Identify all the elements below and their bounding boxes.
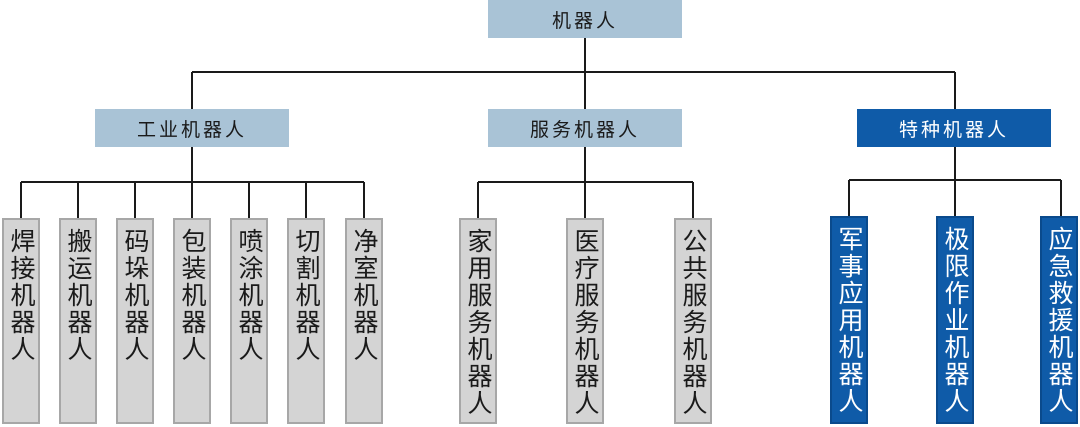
- leaf-extreme: 极限作业机器人: [936, 216, 974, 424]
- leaf-packaging-label: 包装机器人: [178, 228, 207, 363]
- leaf-rescue-label: 应急救援机器人: [1045, 226, 1074, 415]
- leaf-medical: 医疗服务机器人: [566, 218, 604, 424]
- leaf-spraying: 喷涂机器人: [230, 218, 268, 424]
- leaf-palletizing-label: 码垛机器人: [121, 228, 150, 363]
- root-label: 机器人: [551, 9, 618, 32]
- leaf-cutting-label: 切割机器人: [292, 228, 321, 363]
- leaf-cleanroom-label: 净室机器人: [350, 228, 379, 363]
- leaf-handling: 搬运机器人: [59, 218, 97, 424]
- leaf-cutting: 切割机器人: [287, 218, 325, 424]
- category-special-label: 特种机器人: [898, 118, 1009, 141]
- leaf-medical-label: 医疗服务机器人: [571, 228, 600, 417]
- leaf-rescue: 应急救援机器人: [1040, 216, 1078, 424]
- leaf-military-label: 军事应用机器人: [835, 226, 864, 415]
- leaf-cleanroom: 净室机器人: [345, 218, 383, 424]
- category-industrial-label: 工业机器人: [136, 118, 247, 141]
- category-industrial: 工业机器人: [95, 109, 289, 147]
- leaf-public: 公共服务机器人: [674, 218, 712, 424]
- category-special: 特种机器人: [857, 109, 1051, 147]
- leaf-welding: 焊接机器人: [2, 218, 40, 424]
- leaf-household: 家用服务机器人: [459, 218, 497, 424]
- leaf-welding-label: 焊接机器人: [7, 228, 36, 363]
- category-service: 服务机器人: [488, 109, 682, 147]
- category-service-label: 服务机器人: [529, 118, 640, 141]
- root-node: 机器人: [488, 0, 682, 38]
- leaf-military: 军事应用机器人: [830, 216, 868, 424]
- leaf-handling-label: 搬运机器人: [64, 228, 93, 363]
- leaf-palletizing: 码垛机器人: [116, 218, 154, 424]
- leaf-household-label: 家用服务机器人: [464, 228, 493, 417]
- leaf-spraying-label: 喷涂机器人: [235, 228, 264, 363]
- leaf-public-label: 公共服务机器人: [679, 228, 708, 417]
- leaf-packaging: 包装机器人: [173, 218, 211, 424]
- leaf-extreme-label: 极限作业机器人: [941, 226, 970, 415]
